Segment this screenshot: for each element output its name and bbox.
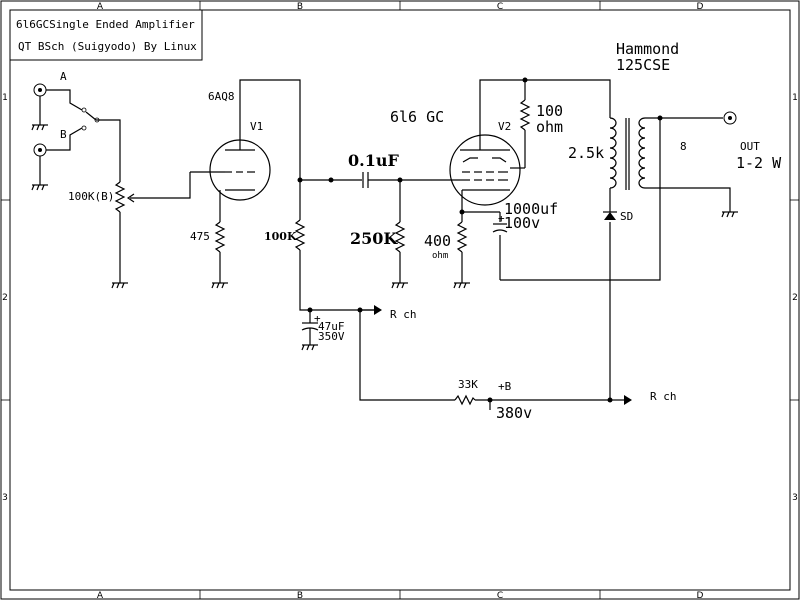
row-label-3-right: 3 <box>792 493 798 503</box>
r-ch-arrowhead-1 <box>374 305 382 315</box>
v2-cathode-resistor <box>456 221 468 253</box>
input-wiring <box>39 89 121 283</box>
col-label-b-top: B <box>297 2 303 12</box>
volume-pot-label: 100K(B) <box>68 190 114 203</box>
junction-dot <box>657 115 663 121</box>
supply-wiring <box>359 310 625 410</box>
secondary-impedance-label: 8 <box>680 140 687 153</box>
junction-dot <box>397 177 403 183</box>
out-label: OUT <box>740 140 760 153</box>
r-ch-label-1: R ch <box>390 308 417 321</box>
v1-plate-resistor-label: 100K <box>264 230 297 243</box>
v2-cathode-cap-value: 1000uf <box>504 200 558 218</box>
junction-dot <box>522 77 528 83</box>
v1-cathode-resistor <box>214 221 226 253</box>
junction-dot <box>459 209 465 215</box>
col-label-b-bottom: B <box>297 591 303 600</box>
row-label-2-right: 2 <box>792 293 798 303</box>
transformer-wiring <box>609 117 731 400</box>
volume-pot <box>114 181 126 213</box>
v1-type-label: 6AQ8 <box>208 90 235 103</box>
primary-impedance-label: 2.5k <box>568 144 604 162</box>
diode-label: SD <box>620 210 633 223</box>
input-jack-b <box>33 143 47 157</box>
input-selector-switch <box>81 107 100 131</box>
output-jack <box>723 111 737 125</box>
input-jack-a <box>33 83 47 97</box>
transformer-brand-label: Hammond <box>616 40 679 58</box>
ground-filter-cap-icon <box>301 344 318 351</box>
title-block <box>9 9 203 61</box>
coupling-capacitor <box>362 172 369 188</box>
ground-jack-a-icon <box>31 124 48 131</box>
filter-cap-voltage-label: 350V <box>318 330 345 343</box>
v2-cathode-resistor-unit: ohm <box>432 251 448 261</box>
output-transformer <box>609 117 646 190</box>
r-ch-arrowhead-2 <box>624 395 632 405</box>
v2-type-label: 6l6 GC <box>390 108 444 126</box>
ground-v2-icon <box>453 282 470 289</box>
b-plus-label: +B <box>498 380 512 393</box>
ground-pot-icon <box>111 282 128 289</box>
junction-dot <box>297 177 303 183</box>
v2-cathode-cap-voltage: 100v <box>504 214 540 232</box>
dropping-resistor-label: 33K <box>458 378 478 391</box>
power-label: 1-2 W <box>736 154 782 172</box>
col-label-d-bottom: D <box>697 591 704 600</box>
col-label-c-top: C <box>497 2 503 12</box>
ground-output-icon <box>721 211 738 218</box>
row-label-3-left: 3 <box>2 493 8 503</box>
transformer-model-label: 125CSE <box>616 56 670 74</box>
v1-ref-label: V1 <box>250 120 263 133</box>
col-label-a-top: A <box>97 2 104 12</box>
subtitle-text: QT BSch (Suigyodo) By Linux <box>18 40 197 53</box>
col-label-d-top: D <box>697 2 704 12</box>
input-a-label: A <box>60 70 67 83</box>
v2-cathode-resistor-value: 400 <box>424 232 451 250</box>
diode-sd <box>603 211 617 220</box>
v1-cathode-resistor-label: 475 <box>190 230 210 243</box>
ground-jack-b-icon <box>31 184 48 191</box>
filter-cap-value-label: 47uF <box>318 320 345 333</box>
b-plus-voltage-label: 380v <box>496 404 532 422</box>
filter-capacitor <box>301 310 319 345</box>
tube-v2 <box>449 134 521 206</box>
input-b-label: B <box>60 128 67 141</box>
v1-plate-resistor <box>294 219 306 251</box>
dropping-resistor <box>454 394 476 406</box>
row-label-1-right: 1 <box>792 93 798 103</box>
v2-wiring <box>460 79 661 283</box>
coupling-cap-label: 0.1uF <box>348 151 399 170</box>
v2-cathode-capacitor <box>492 223 508 233</box>
v2-screen-resistor-unit: ohm <box>536 118 563 136</box>
v2-ref-label: V2 <box>498 120 511 133</box>
inner-frame <box>9 9 791 591</box>
v2-screen-resistor <box>519 99 531 131</box>
filter-cap-plus: + <box>314 312 321 325</box>
v2-screen-resistor-value: 100 <box>536 102 563 120</box>
row-label-2-left: 2 <box>2 293 8 303</box>
ground-v1-icon <box>211 282 228 289</box>
ground-grid-resistor-icon <box>391 282 408 289</box>
col-label-a-bottom: A <box>97 591 104 600</box>
row-label-1-left: 1 <box>2 93 8 103</box>
title-text: 6l6GCSingle Ended Amplifier <box>16 18 195 31</box>
volume-wiper <box>126 172 191 203</box>
grid-resistor <box>394 221 406 253</box>
v2-cathode-cap-plus: + <box>498 212 505 225</box>
col-label-c-bottom: C <box>497 591 503 600</box>
b-plus-junction <box>487 397 493 403</box>
grid-resistor-label: 250K <box>350 229 398 248</box>
r-ch-label-2: R ch <box>650 390 677 403</box>
junction-dot <box>328 177 334 183</box>
